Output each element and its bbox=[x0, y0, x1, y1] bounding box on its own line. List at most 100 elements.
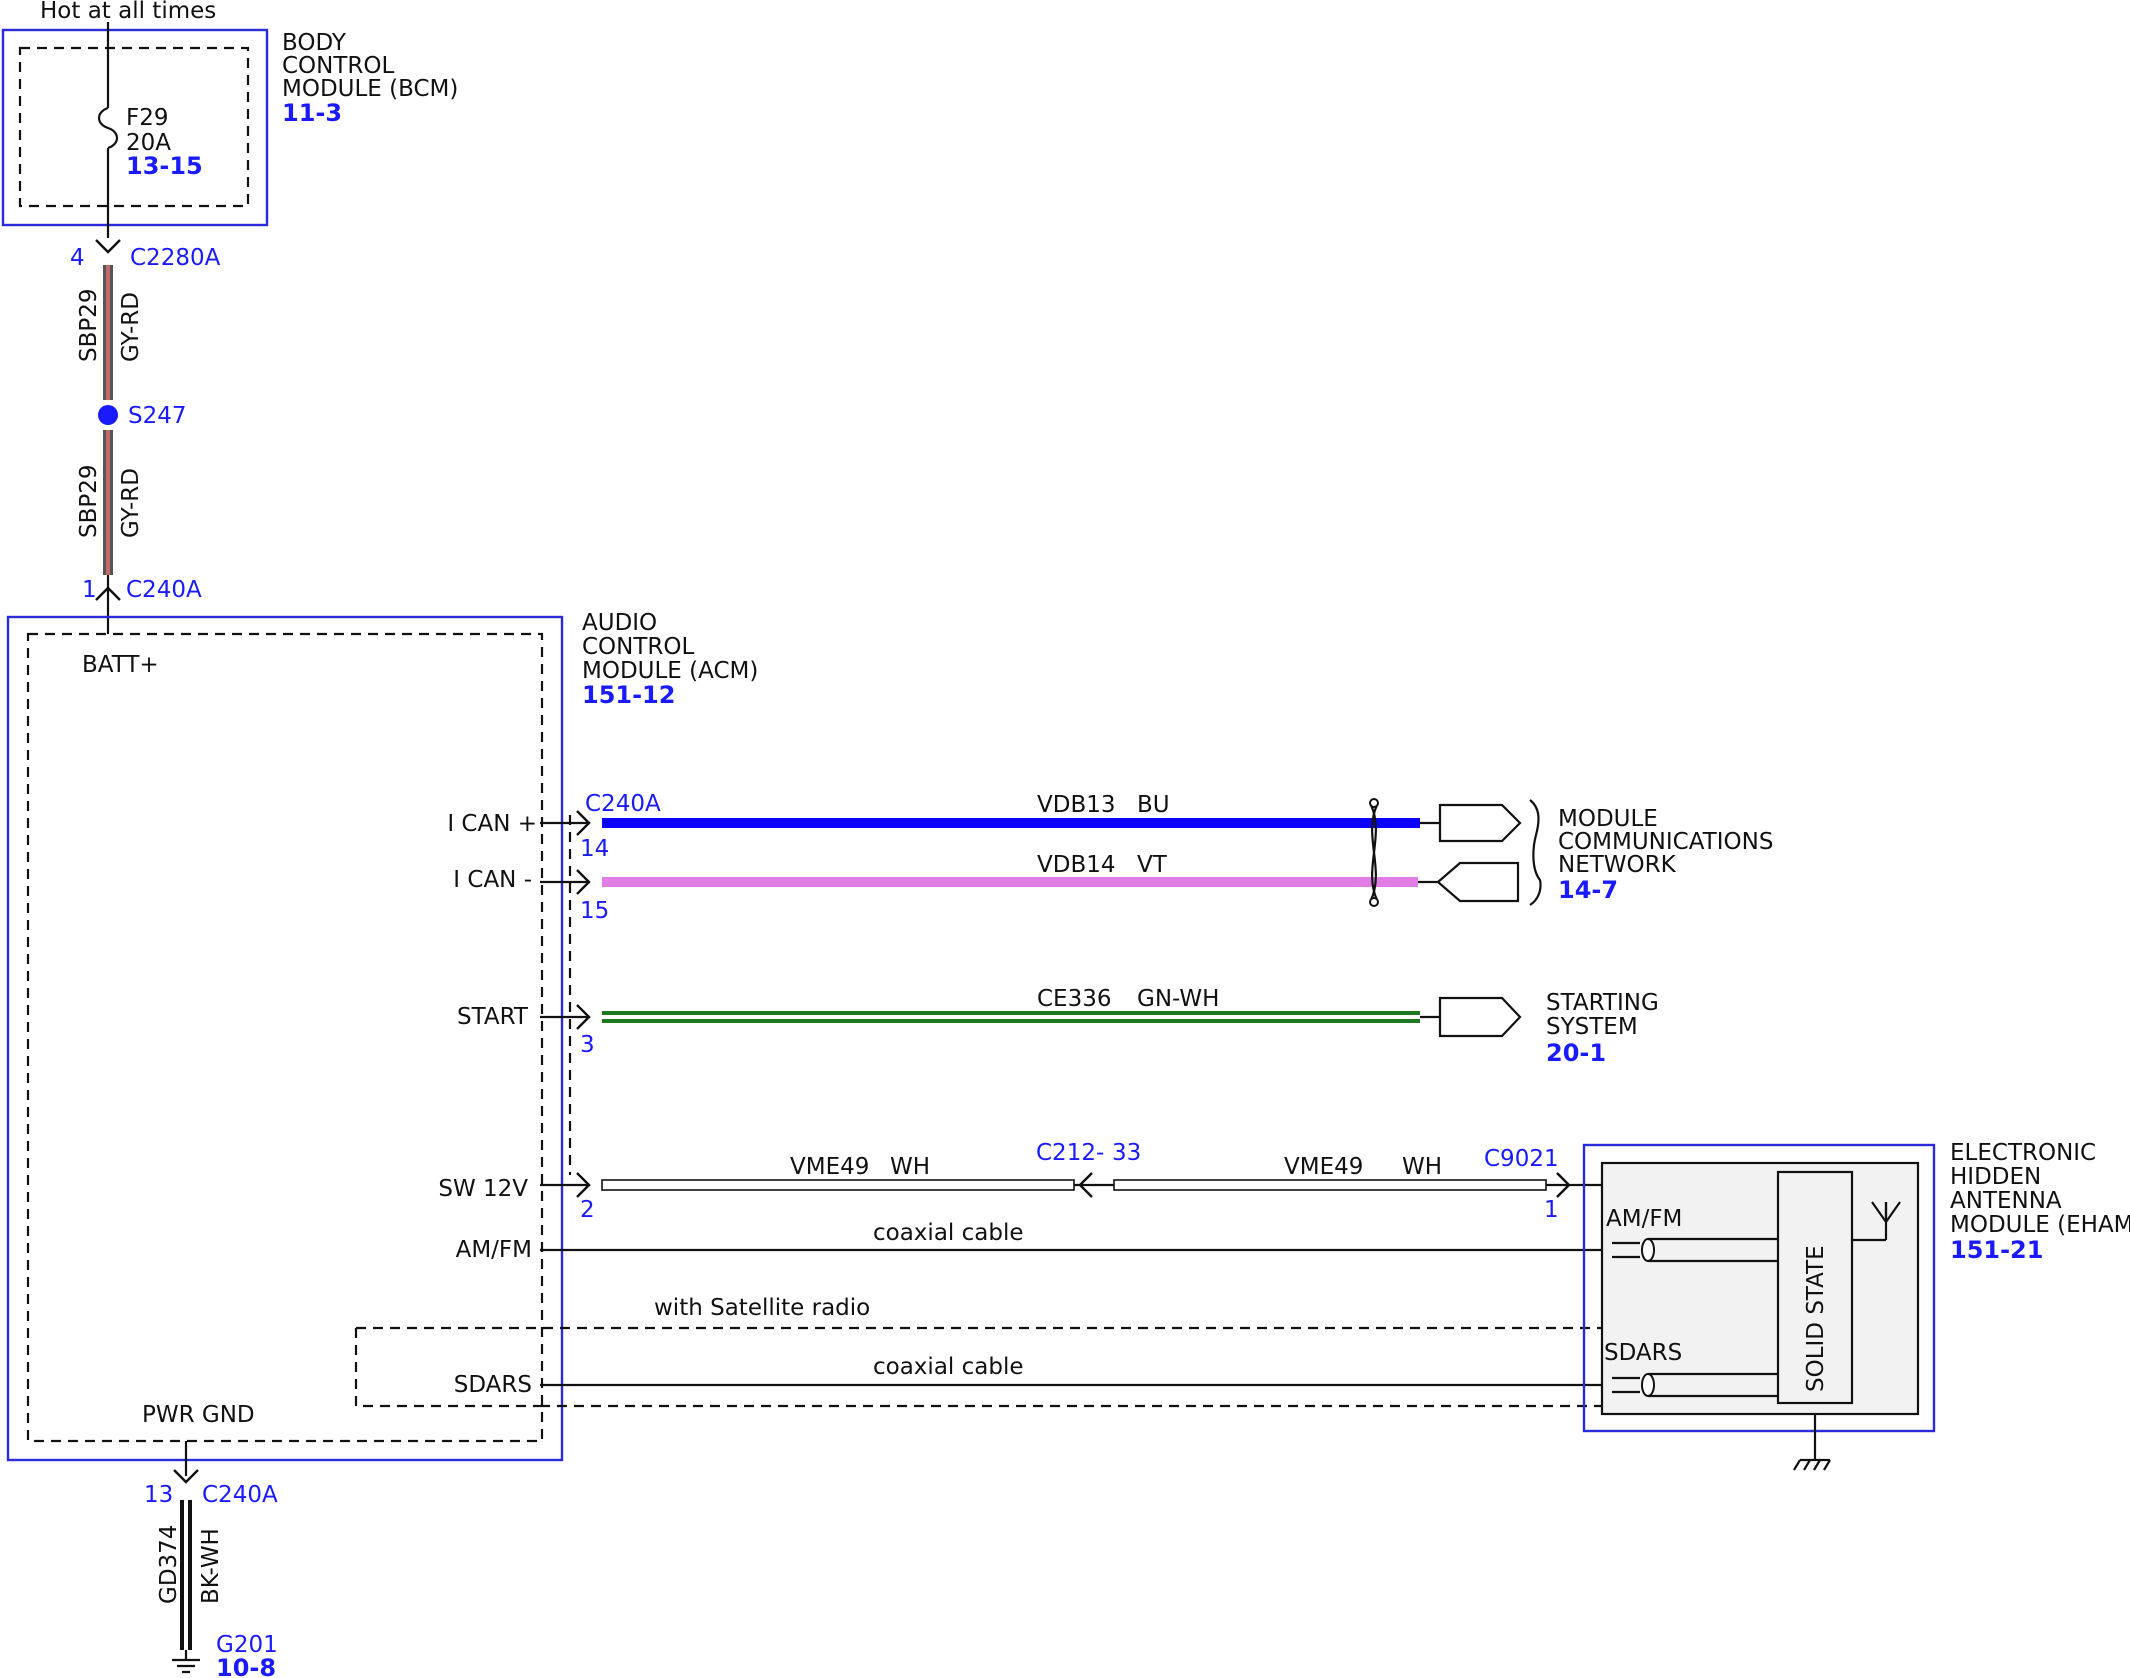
can-high-wire bbox=[602, 818, 1420, 828]
can-low-circuit: 15 VDB14 VT bbox=[540, 852, 1520, 924]
start-connector-icon bbox=[576, 1004, 591, 1030]
c2280a-connector: 4 C2280A bbox=[70, 239, 221, 271]
starting-name-line-1: STARTING bbox=[1546, 990, 1659, 1016]
can-low-network-arrow bbox=[1436, 861, 1520, 903]
acm-pin-amfm: AM/FM bbox=[456, 1237, 532, 1263]
sw12v-pin: 2 bbox=[580, 1197, 595, 1223]
sw12v-right-color: WH bbox=[1402, 1154, 1442, 1180]
acm-pin-sdars: SDARS bbox=[454, 1372, 532, 1398]
eham-name-line-1: ELECTRONIC bbox=[1950, 1140, 2096, 1166]
acm-pin-start: START bbox=[457, 1004, 529, 1030]
amfm-coax-circuit: coaxial cable bbox=[540, 1220, 1612, 1252]
ground-id: G201 bbox=[216, 1632, 278, 1658]
bcm-ref[interactable]: 11-3 bbox=[282, 99, 342, 127]
ground-connector-id: C240A bbox=[202, 1482, 278, 1508]
c9021-connector-icon bbox=[1556, 1172, 1571, 1198]
eham-amfm-coax-end bbox=[1641, 1238, 1655, 1262]
can-low-color-label: VT bbox=[1137, 852, 1168, 878]
splice-dot-icon bbox=[98, 405, 118, 425]
can-low-connector-icon bbox=[576, 869, 591, 895]
can-high-connector-icon bbox=[576, 810, 591, 836]
sw12v-circuit: 2 VME49 WH C212- 33 VME49 WH C9021 1 bbox=[540, 1140, 1778, 1223]
amfm-coax-label: coaxial cable bbox=[873, 1220, 1024, 1246]
network-brace-icon bbox=[1529, 799, 1542, 906]
solid-state-block bbox=[1776, 1170, 1854, 1405]
can-high-pin: 14 bbox=[580, 836, 609, 862]
sbp29-lower-color: GY-RD bbox=[118, 468, 144, 538]
starting-ref[interactable]: 20-1 bbox=[1546, 1039, 1606, 1067]
can-low-pin: 15 bbox=[580, 898, 609, 924]
antenna-icon bbox=[1871, 1201, 1901, 1224]
acm-name-line-3: MODULE (ACM) bbox=[582, 658, 758, 684]
fuse-ref[interactable]: 13-15 bbox=[126, 152, 203, 180]
acm-pin-batt: BATT+ bbox=[82, 652, 159, 678]
eham-name-line-2: HIDDEN bbox=[1950, 1164, 2041, 1190]
sw12v-wire-left bbox=[601, 1179, 1075, 1191]
sbp29-wire-upper-stripe bbox=[106, 265, 110, 400]
acm-ref[interactable]: 151-12 bbox=[582, 681, 675, 709]
eham-sdars-label: SDARS bbox=[1604, 1340, 1682, 1366]
acm-pin-ican-minus: I CAN - bbox=[453, 867, 532, 893]
sbp29-upper-color: GY-RD bbox=[118, 292, 144, 362]
c212-id: C212- bbox=[1036, 1140, 1104, 1166]
eham-sdars-coax-end bbox=[1641, 1373, 1655, 1397]
bcm-outer-box bbox=[1, 28, 269, 227]
can-high-color-label: BU bbox=[1137, 792, 1170, 818]
network-name-line-2: COMMUNICATIONS bbox=[1558, 829, 1773, 855]
acm-outer-box bbox=[6, 615, 564, 1462]
c2280a-id: C2280A bbox=[130, 245, 221, 271]
eham-ref[interactable]: 151-21 bbox=[1950, 1236, 2043, 1264]
fuse-f29-icon bbox=[97, 106, 119, 150]
can-low-circuit-label: VDB14 bbox=[1037, 852, 1116, 878]
eham-outer-box bbox=[1582, 1143, 1936, 1433]
eham-amfm-label: AM/FM bbox=[1606, 1206, 1682, 1232]
sbp29-lower-circuit: SBP29 bbox=[76, 464, 102, 538]
sw12v-left-color: WH bbox=[890, 1154, 930, 1180]
start-color-label: GN-WH bbox=[1137, 986, 1219, 1012]
c240a-batt-id: C240A bbox=[126, 577, 202, 603]
c240a-can-id: C240A bbox=[585, 791, 661, 817]
splice-s247: S247 bbox=[98, 403, 187, 429]
acm-name-line-2: CONTROL bbox=[582, 634, 695, 660]
can-high-network-arrow bbox=[1438, 803, 1522, 843]
start-system-arrow bbox=[1438, 996, 1522, 1038]
sw12v-right-circuit: VME49 bbox=[1284, 1154, 1363, 1180]
c2280a-connector-icon bbox=[95, 239, 121, 254]
acm-name-line-1: AUDIO bbox=[582, 610, 657, 636]
start-circuit-label: CE336 bbox=[1037, 986, 1112, 1012]
satellite-option: with Satellite radio coaxial cable bbox=[354, 1295, 1762, 1408]
bcm-inner-box bbox=[18, 46, 250, 208]
c2280a-pin: 4 bbox=[70, 245, 85, 271]
fuse-rating: 20A bbox=[126, 130, 171, 156]
ground-symbol-icon bbox=[172, 1658, 200, 1674]
ground-connector-pin: 13 bbox=[144, 1482, 173, 1508]
c240a-batt-pin: 1 bbox=[82, 577, 97, 603]
bcm-name-line-2: CONTROL bbox=[282, 53, 395, 79]
eham-name-line-4: MODULE (EHAM) bbox=[1950, 1212, 2130, 1238]
can-high-circuit-label: VDB13 bbox=[1037, 792, 1116, 818]
ground-ref[interactable]: 10-8 bbox=[216, 1654, 276, 1678]
starting-name-line-2: SYSTEM bbox=[1546, 1014, 1638, 1040]
eham-ground-icon bbox=[1793, 1458, 1831, 1471]
c240a-batt-connector: 1 C240A bbox=[82, 575, 202, 634]
c9021-id: C9021 bbox=[1484, 1146, 1559, 1172]
satellite-dashed-box bbox=[354, 1326, 1762, 1408]
eham-sdars-coax-icon bbox=[1612, 1376, 1640, 1394]
sw12v-connector-icon bbox=[576, 1172, 591, 1198]
eham-module: SOLID STATE AM/FM SDARS ELECTRONIC HIDDE… bbox=[1582, 1140, 2130, 1471]
can-low-wire bbox=[602, 877, 1418, 887]
network-ref[interactable]: 14-7 bbox=[1558, 876, 1618, 904]
ground-connector-icon bbox=[173, 1469, 199, 1484]
network-destination: MODULE COMMUNICATIONS NETWORK 14-7 bbox=[1529, 799, 1773, 906]
network-name-line-1: MODULE bbox=[1558, 806, 1658, 832]
acm-pin-sw12v: SW 12V bbox=[438, 1176, 528, 1202]
can-high-circuit: 14 VDB13 BU bbox=[540, 792, 1522, 862]
satellite-note: with Satellite radio bbox=[654, 1295, 870, 1321]
eham-amfm-coax-icon bbox=[1612, 1241, 1640, 1259]
bcm-module: Hot at all times F29 20A 13-15 BODY CONT… bbox=[1, 0, 458, 238]
acm-module: BATT+ I CAN + I CAN - START SW 12V AM/FM… bbox=[6, 610, 758, 1462]
sw12v-wire-right bbox=[1113, 1179, 1547, 1191]
sw12v-left-circuit: VME49 bbox=[790, 1154, 869, 1180]
acm-inner-box bbox=[26, 632, 544, 1443]
